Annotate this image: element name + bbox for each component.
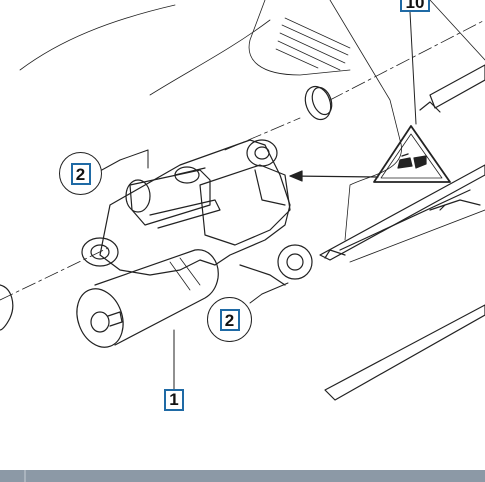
pointer-arrow (289, 170, 379, 182)
wiper-arm-and-blade (319, 64, 485, 401)
callout-part-2-left-label: 2 (70, 162, 91, 185)
glass-hatching (275, 17, 351, 71)
callout-part-10: 10 (400, 0, 430, 12)
edge-circle (0, 284, 14, 331)
tailgate-contour (19, 0, 485, 241)
leader-lines (99, 11, 417, 391)
callout-part-2-right-label: 2 (219, 308, 240, 331)
exploded-parts-drawing (0, 0, 485, 401)
bottom-status-bar (0, 470, 485, 482)
bottom-bar-divider (24, 470, 26, 482)
callout-part-2-right: 2 (207, 297, 252, 342)
wiper-motor-assembly (76, 139, 313, 348)
callout-part-2-left: 2 (59, 152, 102, 195)
grommet-hole (304, 85, 333, 121)
warning-triangle-icon (373, 125, 451, 183)
callout-part-1: 1 (164, 389, 184, 411)
